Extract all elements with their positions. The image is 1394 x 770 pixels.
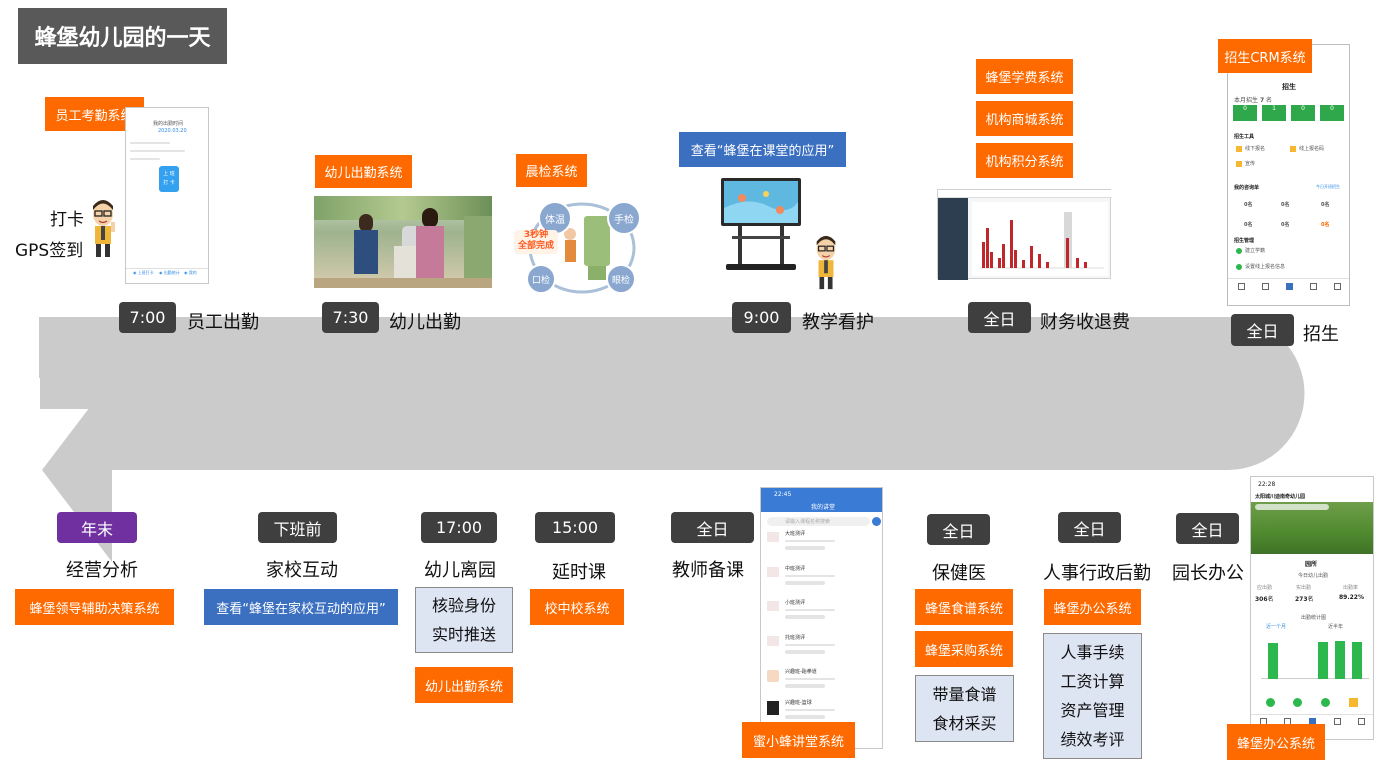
prep-time: 全日 <box>671 512 754 543</box>
teaching-app-link[interactable]: 查看“蜂堡在课堂的应用” <box>679 132 846 167</box>
health-items: 带量食谱 食材采买 <box>915 675 1014 742</box>
school-in-school-system-tag[interactable]: 校中校系统 <box>530 589 624 625</box>
teacher-cartoon-icon <box>93 200 115 257</box>
performance-review-text: 绩效考评 <box>1060 730 1125 749</box>
prep-label: 教师备课 <box>672 560 744 581</box>
crm-system-tag[interactable]: 招生CRM系统 <box>1218 39 1312 73</box>
asset-management-text: 资产管理 <box>1060 701 1125 720</box>
home-school-time: 下班前 <box>258 512 337 543</box>
afterschool-label: 延时课 <box>552 562 606 583</box>
yearend-label: 经营分析 <box>66 560 138 581</box>
leave-items: 核验身份 实时推送 <box>415 587 513 653</box>
office-system-tag-hr[interactable]: 蜂堡办公系统 <box>1044 589 1141 625</box>
lecture-system-tag[interactable]: 蜜小蜂讲堂系统 <box>742 722 855 758</box>
mall-system-tag[interactable]: 机构商城系统 <box>976 101 1073 136</box>
staff-attendance-time: 7:00 <box>119 302 176 333</box>
child-attendance-label: 幼儿出勤 <box>389 312 461 333</box>
recipe-item-text: 带量食谱 <box>932 684 997 704</box>
leave-attendance-system-tag[interactable]: 幼儿出勤系统 <box>415 667 513 703</box>
lecture-phone: 22:45 我的讲堂 请输入课程名称搜索 大班测评 中班测评 小班测评 托班测评… <box>760 487 883 749</box>
leave-time: 17:00 <box>421 512 497 543</box>
afterschool-time: 15:00 <box>535 512 615 543</box>
tuition-system-tag[interactable]: 蜂堡学费系统 <box>976 59 1073 94</box>
yearend-time: 年末 <box>57 512 137 543</box>
page-title: 蜂堡幼儿园的一天 <box>18 8 227 64</box>
principal-time: 全日 <box>1176 513 1239 544</box>
hr-procedure-text: 人事手续 <box>1060 643 1125 662</box>
attendance-bar <box>1352 642 1362 679</box>
attendance-chart <box>1261 635 1369 679</box>
hr-items: 人事手续 工资计算 资产管理 绩效考评 <box>1043 633 1142 759</box>
points-system-tag[interactable]: 机构积分系统 <box>976 143 1073 178</box>
staff-attendance-label: 员工出勤 <box>187 312 259 333</box>
staff-attendance-phone: 我的出勤时间 2020.03.20 上 班打 卡 ◉ 上班打卡 ◉ 出勤统计 ◉… <box>125 107 209 284</box>
leave-label: 幼儿离园 <box>424 560 496 581</box>
attendance-bar <box>1318 642 1328 679</box>
teaching-label: 教学看护 <box>802 312 874 333</box>
mouth-check-bubble: 口检 <box>526 264 556 294</box>
health-label: 保健医 <box>932 563 986 584</box>
finance-time: 全日 <box>968 302 1031 333</box>
purchase-system-tag[interactable]: 蜂堡采购系统 <box>915 631 1013 667</box>
crm-label: 招生 <box>1303 324 1339 345</box>
teacher-cartoon-icon <box>816 235 836 290</box>
hand-check-bubble: 手检 <box>607 201 641 235</box>
punch-in-text: 打卡 <box>50 210 84 230</box>
salary-calc-text: 工资计算 <box>1060 672 1125 691</box>
attendance-bar <box>1268 643 1278 679</box>
child-attendance-time: 7:30 <box>322 302 379 333</box>
principal-phone: 22:28 太阳城川迪南奇幼儿园 园所 今日幼儿出勤 应出勤 实出勤 出勤率 3… <box>1250 476 1374 740</box>
purchase-item-text: 食材采买 <box>932 713 997 733</box>
crm-time: 全日 <box>1231 314 1294 346</box>
decision-support-system-tag[interactable]: 蜂堡领导辅助决策系统 <box>15 589 174 625</box>
teaching-time: 9:00 <box>732 302 791 333</box>
eye-check-bubble: 眼检 <box>606 264 636 294</box>
child-attendance-system-tag[interactable]: 幼儿出勤系统 <box>315 155 412 188</box>
hr-label: 人事行政后勤 <box>1043 563 1151 584</box>
realtime-push-text: 实时推送 <box>431 625 496 644</box>
finance-label: 财务收退费 <box>1040 312 1130 333</box>
hr-time: 全日 <box>1058 512 1121 543</box>
smartboard-icon <box>721 178 801 270</box>
child-attendance-photo <box>314 196 492 288</box>
home-school-label: 家校互动 <box>266 560 338 581</box>
office-system-tag-principal[interactable]: 蜂堡办公系统 <box>1227 724 1325 760</box>
morning-check-illustration: 体温 手检 口检 眼检 3秒钟 全部完成 <box>514 192 649 300</box>
verify-identity-text: 核验身份 <box>431 596 496 615</box>
home-school-app-link[interactable]: 查看“蜂堡在家校互动的应用” <box>204 589 398 625</box>
punch-in-button[interactable]: 上 班打 卡 <box>159 166 179 192</box>
attendance-bar <box>1335 641 1345 679</box>
principal-label: 园长办公 <box>1172 563 1244 584</box>
health-time: 全日 <box>927 514 990 545</box>
gps-checkin-text: GPS签到 <box>15 241 84 261</box>
three-second-badge: 3秒钟 全部完成 <box>514 230 558 254</box>
crm-phone: 招生 本月招生 7 名 0 1 0 0 招生工具 线下报名 线上报名码 宣传 我… <box>1227 44 1350 306</box>
morning-check-system-tag[interactable]: 晨检系统 <box>516 154 587 187</box>
recipe-system-tag[interactable]: 蜂堡食谱系统 <box>915 589 1013 625</box>
finance-dashboard-screenshot <box>937 189 1112 280</box>
